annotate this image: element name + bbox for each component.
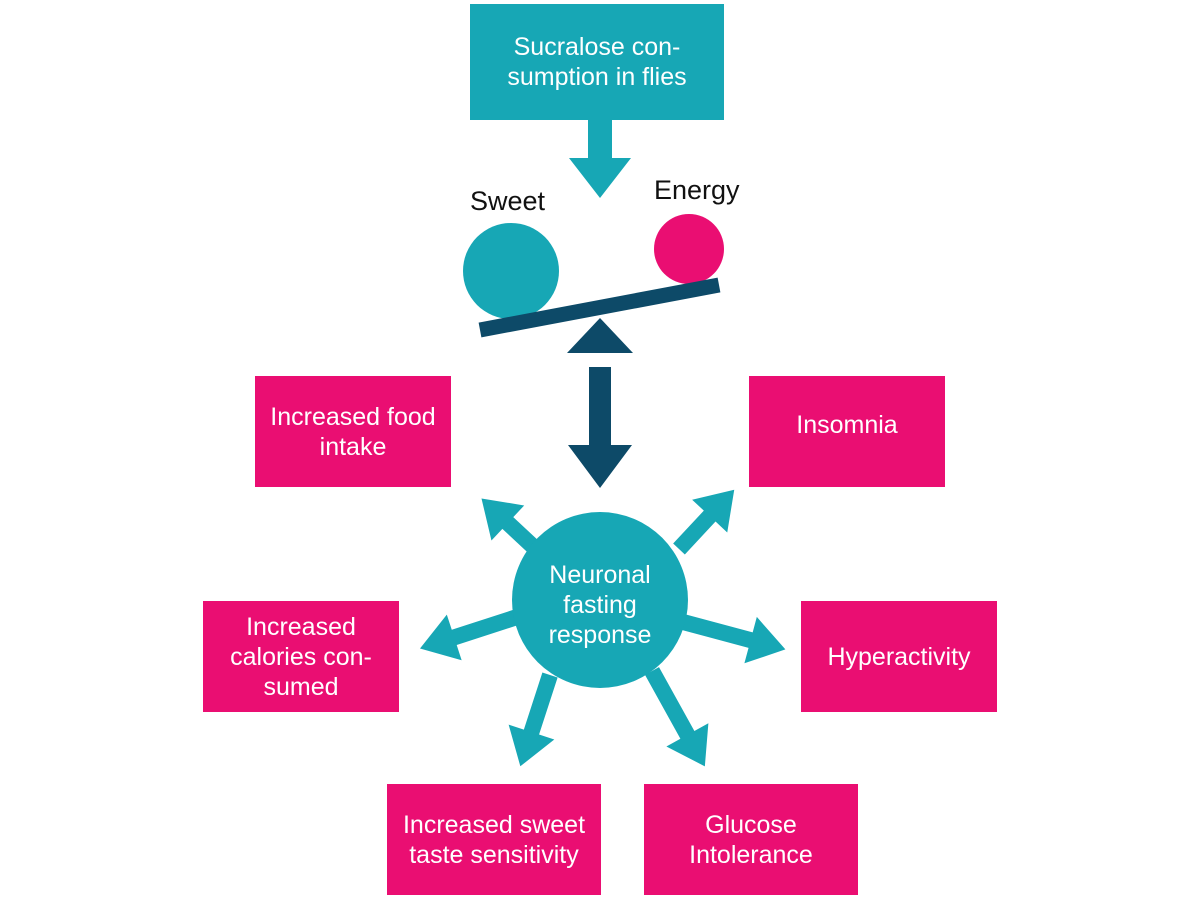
calories-line-1: Increased xyxy=(246,612,356,641)
food-intake-line-1: Increased food xyxy=(270,402,436,431)
arrow-down-teal xyxy=(569,120,631,198)
sweet-label: Sweet xyxy=(470,186,546,216)
insomnia-box: Insomnia xyxy=(749,376,945,487)
neuronal-circle xyxy=(512,512,688,688)
sweet-ball xyxy=(463,223,559,319)
energy-label: Energy xyxy=(654,175,740,205)
hyperactivity-line-1: Hyperactivity xyxy=(827,642,971,671)
fulcrum-triangle xyxy=(567,318,633,353)
glucose-line-1: Glucose xyxy=(705,810,797,839)
arrow-to-calories xyxy=(419,609,520,661)
hyperactivity-box: Hyperactivity xyxy=(801,601,997,712)
arrow-to-food-intake xyxy=(481,498,546,559)
source-box: Sucralose con- sumption in flies xyxy=(470,4,724,120)
center-line-2: fasting xyxy=(563,591,637,619)
calories-line-3: sumed xyxy=(263,672,339,701)
glucose-box: Glucose Intolerance xyxy=(644,784,858,895)
calories-line-2: calories con- xyxy=(230,642,372,671)
sweet-taste-line-1: Increased sweet xyxy=(402,810,586,839)
glucose-line-2: Intolerance xyxy=(689,840,813,869)
arrow-to-glucose xyxy=(645,667,709,767)
arrow-to-hyperactivity xyxy=(680,614,786,664)
source-line-1: Sucralose con- xyxy=(513,33,681,61)
source-line-2: sumption in flies xyxy=(507,63,687,91)
center-line-3: response xyxy=(548,621,652,649)
arrow-to-insomnia xyxy=(673,489,735,555)
energy-ball xyxy=(654,214,724,284)
calories-box: Increased calories con- sumed xyxy=(203,601,399,712)
food-intake-line-2: intake xyxy=(319,432,387,461)
radiating-arrows xyxy=(419,489,786,767)
balance-beam xyxy=(478,277,721,338)
food-intake-box: Increased food intake xyxy=(255,376,451,487)
center-line-1: Neuronal xyxy=(549,561,651,589)
arrow-to-sweet-taste xyxy=(508,672,558,767)
insomnia-line-1: Insomnia xyxy=(796,411,898,439)
arrow-down-navy xyxy=(568,367,632,488)
sweet-taste-line-2: taste sensitivity xyxy=(409,840,579,869)
sweet-taste-box: Increased sweet taste sensitivity xyxy=(387,784,601,895)
center-label: Neuronal fasting response xyxy=(515,550,685,660)
